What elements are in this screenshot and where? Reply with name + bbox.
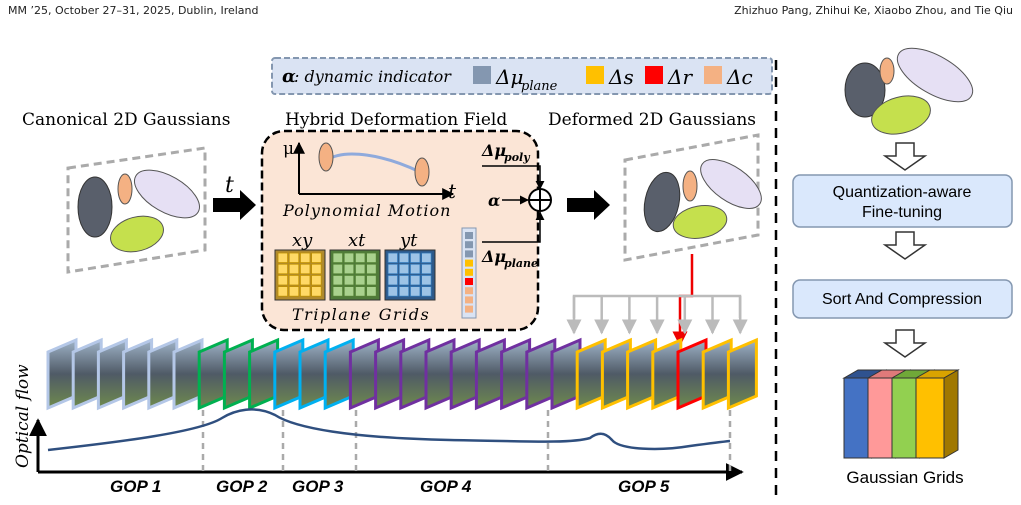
grid-label-yt: yt [399,230,418,251]
step-quantization-line2: Fine-tuning [862,204,942,221]
feature-vector [461,227,477,319]
frame-strip [46,337,758,411]
input-arrow [213,190,256,220]
legend-label-r: Δr [667,65,693,89]
feature-cell [465,305,473,313]
grid-xt [329,249,381,301]
feature-cell [465,232,473,239]
feature-cell [465,250,473,258]
delta-mu-plane-sub: plane [504,257,538,270]
grid-cube [867,377,897,459]
legend-label-plane: Δμ [495,65,523,89]
alpha-input: α [488,191,500,210]
triplane-grids-label: Triplane Grids [292,305,430,324]
title-deformed: Deformed 2D Gaussians [548,110,756,130]
delta-mu-plane: Δμ [481,247,506,266]
grid-cube [843,377,873,459]
grid-cube [915,377,945,459]
legend-alpha: α [282,66,296,87]
gop-3-label: GOP 3 [292,477,344,496]
feature-cell [465,241,473,249]
t-input-label: t [225,173,234,198]
feature-cell [465,259,473,267]
feature-cell [465,296,473,304]
title-canonical: Canonical 2D Gaussians [22,110,230,130]
legend-sub-plane: plane [521,79,558,94]
gaussian-grids [842,369,960,459]
delta-mu-poly: Δμ [481,141,506,160]
optical-flow-plot: Optical flow GOP 1 GOP 2 GOP 3 GOP 4 GOP… [13,364,744,496]
legend-swatch-s [586,66,604,84]
step-quantization [792,174,1013,228]
hybrid-deformation-field: μ t Polynomial Motion Δμ poly α Δμ plane… [260,129,552,332]
step-sort-compression [792,279,1013,319]
gop-2-label: GOP 2 [216,477,268,496]
grid-yt [384,249,436,301]
output-arrow [567,190,610,220]
video-frame [726,337,758,411]
optical-flow-curve [47,408,731,452]
gaussian-grids-label: Gaussian Grids [846,468,963,487]
delta-mu-poly-sub: poly [504,151,531,164]
title-hybrid: Hybrid Deformation Field [285,110,507,130]
gop-5-label: GOP 5 [618,477,670,496]
canonical-gaussians [66,146,207,274]
grid-cube [891,377,921,459]
feature-cell [465,278,473,285]
legend-alpha-text: : dynamic indicator [294,67,452,86]
grid-label-xt: xt [348,230,366,251]
step-sort-compression-label: Sort And Compression [822,291,982,308]
grid-label-xy: xy [292,230,313,251]
legend-label-s: Δs [608,65,634,89]
mu-axis-label: μ [283,139,294,159]
compression-pipeline: Quantization-aware Fine-tuning Sort And … [792,47,1013,487]
distribution-arrows [566,294,748,335]
grid-xy [274,249,326,301]
feature-cell [465,268,473,276]
header-right: Zhizhuo Pang, Zhihui Ke, Xiaobo Zhou, an… [734,4,1013,17]
feature-cell [465,287,473,295]
t-axis-label: t [448,179,457,203]
optical-flow-label: Optical flow [13,364,33,468]
legend-swatch-c [704,66,722,84]
gop-1-label: GOP 1 [110,477,161,496]
legend-box: α : dynamic indicator Δμ plane Δs Δr Δc [271,57,773,95]
deformed-gaussians [623,133,762,262]
legend-swatch-r [645,66,663,84]
polynomial-motion-label: Polynomial Motion [282,201,451,220]
step-quantization-line1: Quantization-aware [833,184,972,201]
legend-label-c: Δc [726,65,753,89]
legend-swatch-plane [473,66,491,84]
header-left: MM ’25, October 27–31, 2025, Dublin, Ire… [8,4,259,17]
gop-4-label: GOP 4 [420,477,472,496]
